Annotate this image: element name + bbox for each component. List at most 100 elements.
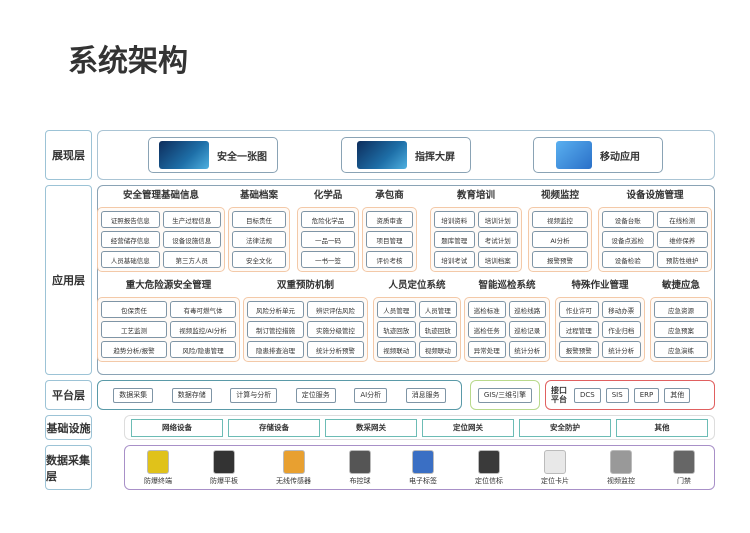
module-item[interactable]: 趋势分析/报警	[101, 341, 167, 358]
module-item[interactable]: 轨迹回放	[418, 321, 457, 338]
module-item[interactable]: 应急资源	[654, 301, 708, 318]
module-item[interactable]: 设备设施信息	[162, 231, 221, 248]
module-item[interactable]: 移动办票	[601, 301, 641, 318]
module-item[interactable]: 设备台账	[602, 211, 654, 228]
module-item[interactable]: 巡检任务	[468, 321, 506, 338]
module-item[interactable]: 过程管理	[559, 321, 599, 338]
module-item[interactable]: 危险化学品	[301, 211, 355, 228]
module-item[interactable]: 考试计划	[477, 231, 518, 248]
module-item[interactable]: 人员管理	[377, 301, 416, 318]
module-item[interactable]: 一品一码	[301, 231, 355, 248]
module-item[interactable]: 统计分析	[601, 341, 641, 358]
module-item[interactable]: 生产过程信息	[162, 211, 221, 228]
module-item[interactable]: 培训计划	[477, 211, 518, 228]
module-item[interactable]: 培训档案	[477, 251, 518, 268]
gis-engine[interactable]: GIS/三维引擎	[477, 387, 533, 403]
module-item[interactable]: 设备检验	[602, 251, 654, 268]
infrastructure-item[interactable]: 其他	[616, 418, 708, 437]
module-item[interactable]: 应急演练	[654, 341, 708, 358]
module-item[interactable]: 应急预案	[654, 321, 708, 338]
module-title: 视频监控	[540, 190, 579, 201]
module-item[interactable]: 一书一签	[301, 251, 355, 268]
module-item[interactable]: 视频监控	[532, 211, 588, 228]
module-item[interactable]: 作业归档	[601, 321, 641, 338]
module-item[interactable]: 资质审查	[366, 211, 413, 228]
module-item[interactable]: 人员管理	[418, 301, 457, 318]
module-item[interactable]: 报警预警	[532, 251, 588, 268]
platform-service[interactable]: AI分析	[354, 387, 388, 403]
card-safety-map[interactable]: 安全一张图	[148, 137, 278, 173]
module-item[interactable]: 第三方人员	[162, 251, 221, 268]
device-label: 防爆终端	[144, 476, 172, 485]
module-item[interactable]: 巡检线路	[508, 301, 546, 318]
module-item[interactable]: 培训资料	[434, 211, 475, 228]
module-item[interactable]: 巡检标准	[468, 301, 506, 318]
module-item[interactable]: 风险/隐患管理	[170, 341, 236, 358]
infrastructure-item[interactable]: 定位网关	[422, 418, 514, 437]
platform-service[interactable]: 数据存储	[171, 387, 212, 403]
module-item[interactable]: 目标责任	[232, 211, 286, 228]
device-item[interactable]: 防爆终端	[144, 449, 172, 486]
device-item[interactable]: 电子标签	[409, 449, 437, 486]
device-item[interactable]: 无线传感器	[276, 449, 311, 486]
module-item[interactable]: 巡检记录	[508, 321, 546, 338]
module-item[interactable]: 统计分析预警	[307, 341, 364, 358]
module-item[interactable]: 经营储存信息	[101, 231, 160, 248]
dashboard-map-icon	[159, 141, 209, 169]
module-item[interactable]: 有毒可燃气体	[170, 301, 236, 318]
infrastructure-item[interactable]: 数采网关	[325, 418, 417, 437]
module-item[interactable]: 法律法规	[232, 231, 286, 248]
module-item[interactable]: 制订管控措施	[247, 321, 304, 338]
platform-service[interactable]: 计算与分析	[230, 387, 278, 403]
card-command-screen[interactable]: 指挥大屏	[341, 137, 471, 173]
module-item[interactable]: 工艺监测	[101, 321, 167, 338]
module-item[interactable]: 证照报告信息	[101, 211, 160, 228]
interface-item[interactable]: 其他	[664, 387, 691, 403]
module-item[interactable]: 风险分析单元	[247, 301, 304, 318]
module-item[interactable]: 统计分析	[508, 341, 546, 358]
module-group: 安全管理基础信息证照报告信息生产过程信息经营储存信息设备设施信息人员基础信息第三…	[97, 187, 225, 272]
infrastructure-item[interactable]: 安全防护	[519, 418, 611, 437]
module-item[interactable]: 异常处理	[468, 341, 506, 358]
module-item[interactable]: 视频联动	[418, 341, 457, 358]
module-item[interactable]: 在线检测	[656, 211, 708, 228]
card-mobile-app[interactable]: 移动应用	[533, 137, 663, 173]
device-item[interactable]: 视频监控	[607, 449, 635, 486]
module-item[interactable]: 隐患排查治理	[247, 341, 304, 358]
module-item[interactable]: 辨识评估风险	[307, 301, 364, 318]
platform-service[interactable]: 数据采集	[113, 387, 154, 403]
module-item[interactable]: 维修保养	[656, 231, 708, 248]
module-item[interactable]: 培训考试	[434, 251, 475, 268]
device-item[interactable]: 定位信标	[475, 449, 503, 486]
module-item[interactable]: 评价考核	[366, 251, 413, 268]
module-item[interactable]: 预防性维护	[656, 251, 708, 268]
device-item[interactable]: 门禁	[673, 449, 695, 486]
module-item[interactable]: 包保责任	[101, 301, 167, 318]
module-item[interactable]: 轨迹回放	[377, 321, 416, 338]
device-item[interactable]: 布控球	[349, 449, 371, 486]
device-icon	[610, 449, 632, 474]
interface-item[interactable]: SIS	[605, 387, 629, 403]
module-item[interactable]: 视频联动	[377, 341, 416, 358]
module-item[interactable]: 设备点巡检	[602, 231, 654, 248]
device-item[interactable]: 防爆平板	[210, 449, 238, 486]
module-item[interactable]: 视频监控/AI分析	[170, 321, 236, 338]
layer-label-presentation: 展现层	[45, 130, 92, 180]
module-item[interactable]: 作业许可	[559, 301, 599, 318]
device-item[interactable]: 定位卡片	[541, 449, 569, 486]
platform-service[interactable]: 消息服务	[405, 387, 446, 403]
module-item[interactable]: 项目管理	[366, 231, 413, 248]
interface-item[interactable]: ERP	[633, 387, 660, 403]
module-item[interactable]: 人员基础信息	[101, 251, 160, 268]
module-item[interactable]: 报警预警	[559, 341, 599, 358]
module-item[interactable]: 实施分级管控	[307, 321, 364, 338]
module-item[interactable]: 题库管理	[434, 231, 475, 248]
module-items: 视频监控 AI分析报警预警	[528, 207, 592, 272]
platform-service[interactable]: 定位服务	[295, 387, 336, 403]
module-item[interactable]: AI分析	[532, 231, 588, 248]
infrastructure-item[interactable]: 存储设备	[228, 418, 320, 437]
device-label: 无线传感器	[276, 476, 311, 485]
infrastructure-item[interactable]: 网络设备	[131, 418, 223, 437]
module-item[interactable]: 安全文化	[232, 251, 286, 268]
interface-item[interactable]: DCS	[574, 387, 601, 403]
